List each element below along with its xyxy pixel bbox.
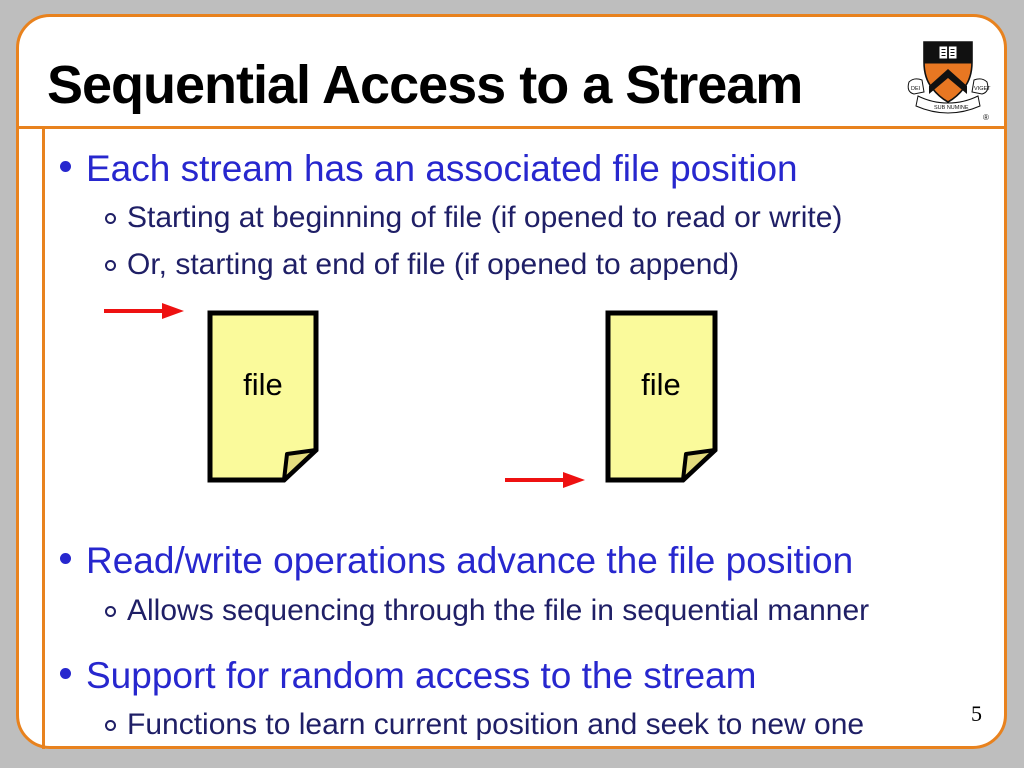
slide: Sequential Access to a Stream DEI VIGET …: [16, 14, 1007, 749]
file-icon-left: file: [207, 310, 319, 483]
bullet-line: Each stream has an associated file posit…: [60, 148, 798, 190]
sub-bullet-line: Or, starting at end of file (if opened t…: [105, 248, 739, 282]
sub-bullet-text: Starting at beginning of file (if opened…: [127, 201, 843, 234]
circle-bullet-icon: [105, 260, 116, 271]
circle-bullet-icon: [105, 213, 116, 224]
bullet-line: Read/write operations advance the file p…: [60, 540, 853, 582]
registered-mark: ®: [983, 113, 989, 122]
bullet-text: Support for random access to the stream: [86, 655, 757, 696]
page-title: Sequential Access to a Stream: [47, 55, 803, 115]
circle-bullet-icon: [105, 720, 116, 731]
file-label: file: [243, 367, 283, 402]
shield-chief: [924, 42, 972, 64]
bullet-dot-icon: [60, 161, 71, 172]
sub-bullet-text: Functions to learn current position and …: [127, 708, 865, 741]
bullet-text: Read/write operations advance the file p…: [86, 540, 854, 581]
sub-bullet-line: Allows sequencing through the file in se…: [105, 594, 869, 628]
motto-scrolls: DEI VIGET SUB NUMINE: [907, 78, 991, 114]
bullet-dot-icon: [60, 553, 71, 564]
title-divider-line: [16, 126, 1007, 129]
svg-text:DEI: DEI: [911, 86, 921, 92]
svg-text:VIGET: VIGET: [974, 86, 991, 92]
file-position-arrow-end: [505, 472, 585, 488]
bullet-text: Each stream has an associated file posit…: [86, 148, 798, 189]
file-label: file: [641, 367, 681, 402]
bullet-dot-icon: [60, 668, 71, 679]
sub-bullet-text: Allows sequencing through the file in se…: [127, 594, 870, 627]
svg-text:SUB NUMINE: SUB NUMINE: [934, 105, 969, 111]
sub-bullet-text: Or, starting at end of file (if opened t…: [127, 248, 740, 281]
file-icon-right: file: [605, 310, 718, 483]
sub-bullet-line: Functions to learn current position and …: [105, 708, 864, 742]
file-position-arrow-begin: [104, 303, 184, 319]
princeton-shield-logo: DEI VIGET SUB NUMINE ®: [907, 41, 991, 122]
left-accent-line: [42, 126, 45, 749]
slide-number: 5: [971, 701, 982, 726]
shield-chevron: [929, 69, 967, 94]
sub-bullet-line: Starting at beginning of file (if opened…: [105, 201, 842, 235]
bullet-line: Support for random access to the stream: [60, 655, 756, 697]
open-book-icon: [939, 46, 957, 59]
circle-bullet-icon: [105, 606, 116, 617]
